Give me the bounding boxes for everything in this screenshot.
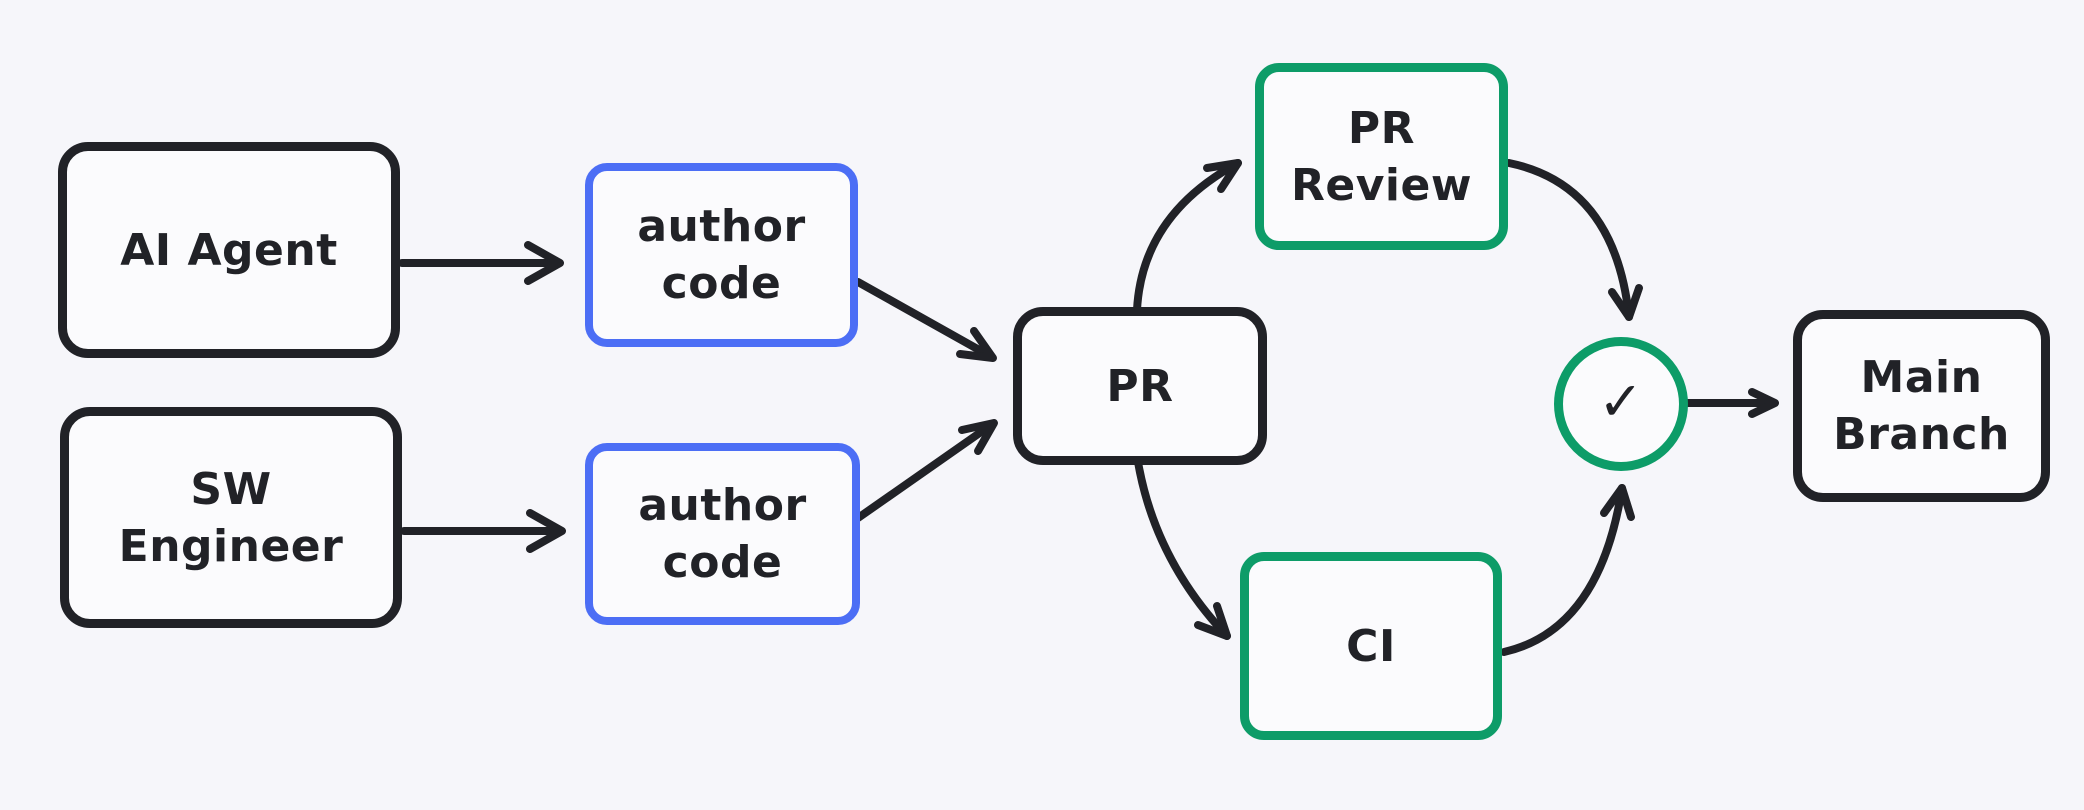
node-sw-engineer-label-line1: SW [190,463,272,515]
edge-author-code-top-to-pr[interactable] [854,278,997,362]
node-pr-review-label-line2: Review [1291,159,1472,211]
edge-pr-to-pr-review[interactable] [1133,159,1242,314]
node-main-branch-label-line1: Main [1860,352,1983,403]
node-author-code-bottom[interactable]: author code [585,443,860,625]
edge-pr-review-to-check[interactable] [1505,159,1643,321]
node-pr-review[interactable]: PR Review [1255,63,1508,250]
edge-author-code-bottom-to-pr[interactable] [854,419,998,522]
node-check-circle[interactable]: ✓ [1554,337,1688,471]
node-pr-label: PR [1106,360,1174,412]
node-sw-engineer[interactable]: SW Engineer [60,407,402,628]
node-ai-agent[interactable]: AI Agent [58,142,400,358]
node-author-code-top[interactable]: author code [585,163,858,347]
node-ci-label: CI [1346,620,1396,672]
node-main-branch[interactable]: Main Branch [1793,310,2050,502]
node-pr[interactable]: PR [1013,307,1267,465]
node-main-branch-label-line2: Branch [1833,409,2010,460]
node-pr-review-label-line1: PR [1347,102,1416,154]
edge-ai-agent-to-author-code-top[interactable] [398,241,564,285]
node-author-code-top-label-line1: author [637,201,806,252]
node-ci[interactable]: CI [1240,552,1502,740]
node-sw-engineer-label-line2: Engineer [118,520,344,572]
node-author-code-bottom-label-line1: author [638,480,807,531]
edge-sw-engineer-to-author-code-bottom[interactable] [400,509,566,553]
check-icon: ✓ [1598,370,1644,433]
node-ai-agent-label: AI Agent [120,224,338,276]
node-author-code-bottom-label-line2: code [662,537,783,588]
edge-check-to-main-branch[interactable] [1680,388,1779,418]
node-author-code-top-label-line2: code [661,258,782,309]
edge-ci-to-check[interactable] [1500,484,1635,656]
edge-pr-to-ci[interactable] [1134,458,1231,640]
